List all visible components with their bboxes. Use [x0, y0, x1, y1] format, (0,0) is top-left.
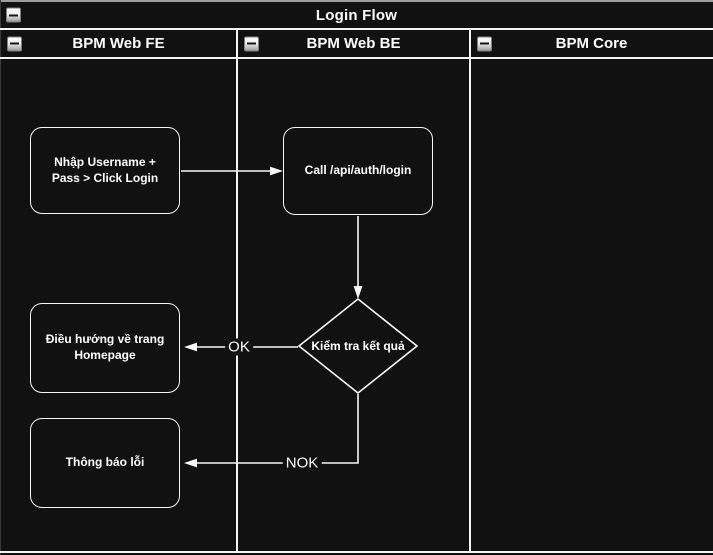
pool-border-left: [0, 0, 1, 555]
lane-title: BPM Core: [555, 35, 628, 52]
node-label: Điều hướng về trang Homepage: [45, 332, 165, 362]
collapse-lane-fe-button[interactable]: [7, 36, 22, 51]
pool-title: Login Flow: [315, 6, 398, 24]
node-check-result[interactable]: Kiểm tra kết quả: [299, 299, 417, 393]
node-label: Kiểm tra kết quả: [311, 339, 405, 353]
lane-title: BPM Web FE: [72, 35, 165, 52]
edge-check-to-error: [184, 394, 359, 468]
node-input-credentials[interactable]: Nhập Username + Pass > Click Login: [30, 127, 180, 214]
pool-titlebar[interactable]: Login Flow: [0, 2, 713, 30]
minus-icon: [247, 42, 256, 45]
minus-icon: [9, 14, 18, 16]
edge-label-nok[interactable]: NOK: [282, 454, 322, 472]
node-label: Nhập Username + Pass > Click Login: [51, 154, 159, 185]
lane-header-bpm-web-fe[interactable]: BPM Web FE: [0, 30, 237, 57]
lane-title: BPM Web BE: [306, 35, 401, 52]
minus-icon: [10, 42, 19, 45]
lane-header-bpm-web-be[interactable]: BPM Web BE: [237, 30, 470, 57]
pool-border-top: [0, 0, 713, 2]
node-call-login-api[interactable]: Call /api/auth/login: [283, 127, 433, 215]
lane-divider-fe-be: [236, 30, 238, 553]
minus-icon: [480, 42, 489, 45]
node-label: Call /api/auth/login: [304, 163, 412, 178]
node-redirect-homepage[interactable]: Điều hướng về trang Homepage: [30, 303, 180, 393]
edge-call-to-check: [353, 216, 363, 299]
node-label: Thông báo lỗi: [65, 455, 145, 470]
lane-divider-be-core: [469, 30, 471, 553]
lane-header-bpm-core[interactable]: BPM Core: [470, 30, 713, 57]
edge-label-ok[interactable]: OK: [225, 338, 253, 356]
edge-input-to-call: [181, 166, 283, 176]
lane-header-row: BPM Web FE BPM Web BE BPM Core: [0, 30, 713, 59]
pool-border-bottom: [0, 551, 713, 553]
collapse-lane-core-button[interactable]: [477, 36, 492, 51]
collapse-pool-button[interactable]: [6, 7, 21, 23]
collapse-lane-be-button[interactable]: [244, 36, 259, 51]
node-show-error[interactable]: Thông báo lỗi: [30, 418, 180, 508]
